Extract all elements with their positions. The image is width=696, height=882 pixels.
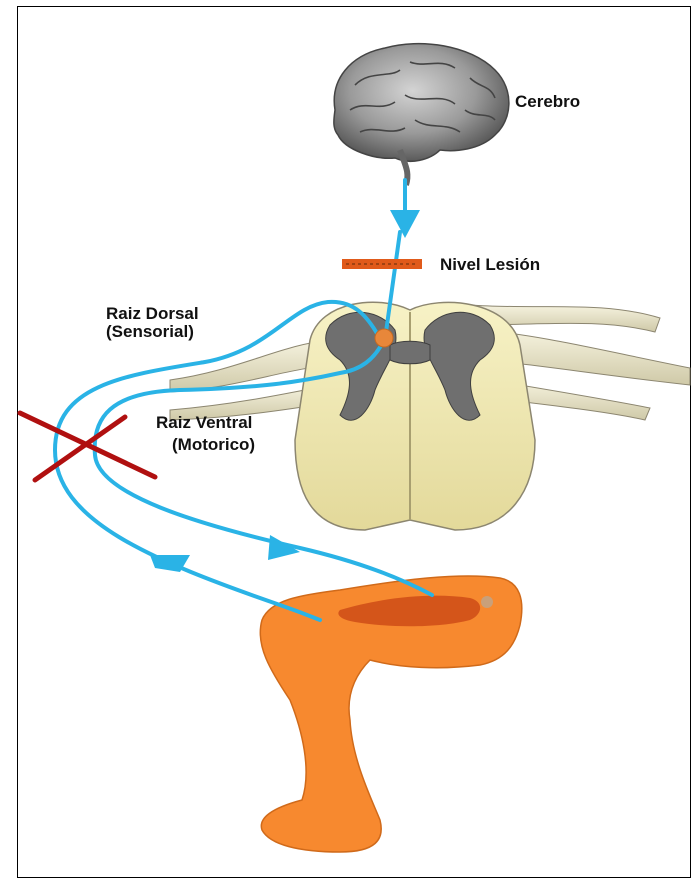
dorsal-root-sublabel: (Sensorial) [106,323,194,341]
lesion-level-label: Nivel Lesión [440,256,540,274]
synapse-node [375,329,393,347]
lesion-marker [342,259,422,269]
brain-label: Cerebro [515,93,580,111]
ventral-root-sublabel: (Motorico) [172,436,255,454]
ventral-root-label: Raiz Ventral [156,414,252,432]
brain-illustration [334,44,509,185]
x-mark-icon [20,413,155,480]
arrow-down-icon [390,210,420,238]
dorsal-root-label: Raiz Dorsal [106,305,199,323]
spinal-cord-cross-section [295,302,535,530]
leg-illustration [260,576,522,852]
